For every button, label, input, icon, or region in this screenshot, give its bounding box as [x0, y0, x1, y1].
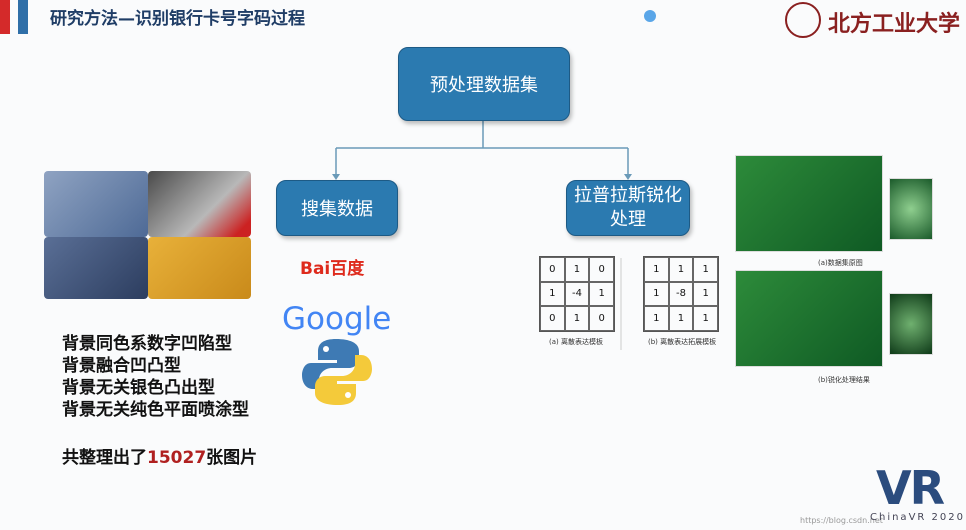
- cursor-dot-icon: [644, 10, 656, 22]
- bank-card-image: [148, 237, 251, 299]
- original-crop-image: [889, 178, 933, 240]
- kernel-cell: 1: [644, 257, 669, 282]
- watermark: https://blog.csdn.net: [800, 516, 883, 525]
- laplacian-kernel-a: 0 1 0 1 -4 1 0 1 0: [539, 256, 615, 332]
- kernel-cell: 1: [668, 306, 694, 331]
- kernel-cell: 0: [589, 257, 614, 282]
- bank-card-image: [44, 237, 148, 299]
- chinavr-subtitle: ChinaVR 2020: [870, 512, 965, 523]
- kernel-cell: 1: [540, 281, 565, 307]
- laplacian-kernel-b: 1 1 1 1 -8 1 1 1 1: [643, 256, 719, 332]
- kernel-cell: 1: [564, 257, 590, 282]
- kernel-cell: 1: [693, 306, 718, 331]
- accent-bar-blue: [18, 0, 28, 34]
- svg-text:Bai百度: Bai百度: [300, 258, 365, 279]
- collect-data-box: 搜集数据: [276, 180, 398, 236]
- kernel-cell: 1: [693, 257, 718, 282]
- image-caption: (a)数据集原图: [818, 259, 863, 267]
- bank-card-image: [148, 171, 251, 237]
- svg-text:Google: Google: [282, 301, 391, 337]
- sharpened-crop-image: [889, 293, 933, 355]
- kernel-cell: 1: [589, 281, 614, 307]
- slide-title: 研究方法—识别银行卡号字码过程: [50, 9, 305, 29]
- baidu-logo: Bai百度: [300, 258, 365, 279]
- card-type-item: 背景融合凹凸型: [62, 356, 181, 376]
- kernel-cell: 0: [589, 306, 614, 331]
- sharpened-card-image: [735, 270, 883, 367]
- university-logo: 北方工业大学: [828, 11, 961, 37]
- image-count-summary: 共整理出了15027张图片: [62, 448, 258, 468]
- image-caption: (b)锐化处理结果: [818, 376, 870, 384]
- original-card-image: [735, 155, 883, 252]
- kernel-cell: 1: [668, 257, 694, 282]
- python-logo-icon: [302, 339, 372, 405]
- kernel-caption: (b) 离散表达拓展模板: [648, 338, 717, 346]
- card-type-list: 背景同色系数字凹陷型 背景融合凹凸型 背景无关银色凸出型 背景无关纯色平面喷涂型: [62, 333, 249, 421]
- kernel-cell: 0: [540, 306, 565, 331]
- bank-card-image: [44, 171, 148, 237]
- laplacian-sharpen-box: 拉普拉斯锐化处理: [566, 180, 690, 236]
- card-type-item: 背景无关纯色平面喷涂型: [62, 400, 249, 420]
- google-logo: Google: [282, 301, 391, 337]
- card-type-item: 背景无关银色凸出型: [62, 378, 215, 398]
- accent-bar-red: [0, 0, 10, 34]
- kernel-cell: 1: [693, 281, 718, 307]
- kernel-cell: 1: [564, 306, 590, 331]
- image-count: 15027: [147, 448, 207, 468]
- card-type-item: 背景同色系数字凹陷型: [62, 334, 232, 354]
- preprocess-dataset-box: 预处理数据集: [398, 47, 570, 121]
- chinavr-logo: VR: [876, 461, 945, 515]
- kernel-cell: -8: [668, 281, 694, 307]
- kernel-caption: (a) 离散表达模板: [549, 338, 603, 346]
- kernel-cell: 1: [644, 306, 669, 331]
- kernel-cell: -4: [564, 281, 590, 307]
- university-seal-icon: [785, 2, 821, 38]
- bank-cards-collage: [44, 171, 251, 299]
- kernel-cell: 1: [644, 281, 669, 307]
- kernel-cell: 0: [540, 257, 565, 282]
